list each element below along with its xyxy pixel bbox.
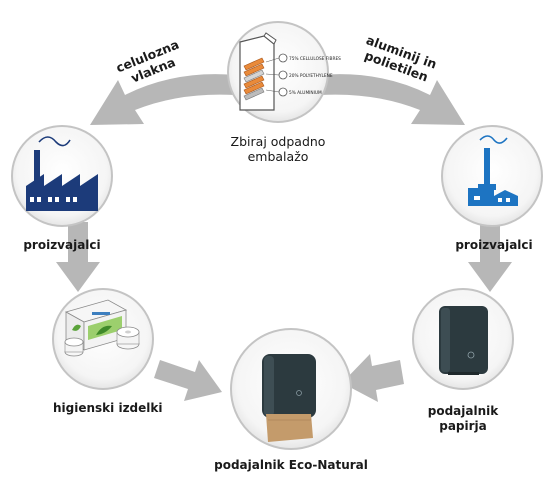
paper-dispenser-label-line1: podajalnik [427,404,499,418]
center-label-line1: Zbiraj odpadno [230,134,326,149]
hygiene-label: higienski izdelki [53,401,163,415]
arrow-carton-to-right-factory [320,74,465,125]
paper-dispenser-label: podajalnik papirja [413,404,513,434]
arrow-carton-to-left-factory [90,74,235,125]
factory-icon-right [468,135,518,206]
carton-layer-2: 20% POLYETHYLENE [289,73,333,79]
carton-icon: 75% CELLULOSE FIBRES 20% POLYETHYLENE 5%… [239,32,341,111]
paper-dispenser-label-line2: papirja [439,419,487,433]
left-factory-label: proizvajalci [23,238,101,252]
arrow-hygiene-to-eco-dispenser [154,360,222,401]
right-factory-label: proizvajalci [455,238,533,252]
center-label: Zbiraj odpadno embalažo [228,134,328,164]
eco-dispenser-label: podajalnik Eco-Natural [214,458,368,472]
right-factory-circle [441,125,543,227]
factory-icon-left [26,136,98,211]
center-label-line2: embalažo [247,149,309,164]
carton-layer-3: 5% ALUMINIUM [289,90,322,96]
carton-layer-1: 75% CELLULOSE FIBRES [289,56,341,62]
arrow-right-factory-to-paper-dispenser [468,222,512,292]
eco-dispenser-image [262,354,316,442]
hygiene-products-image [64,299,140,357]
arrow-left-factory-to-hygiene [56,222,100,292]
paper-dispenser-image [439,306,488,375]
arrow-paper-dispenser-to-eco-dispenser [342,354,404,402]
